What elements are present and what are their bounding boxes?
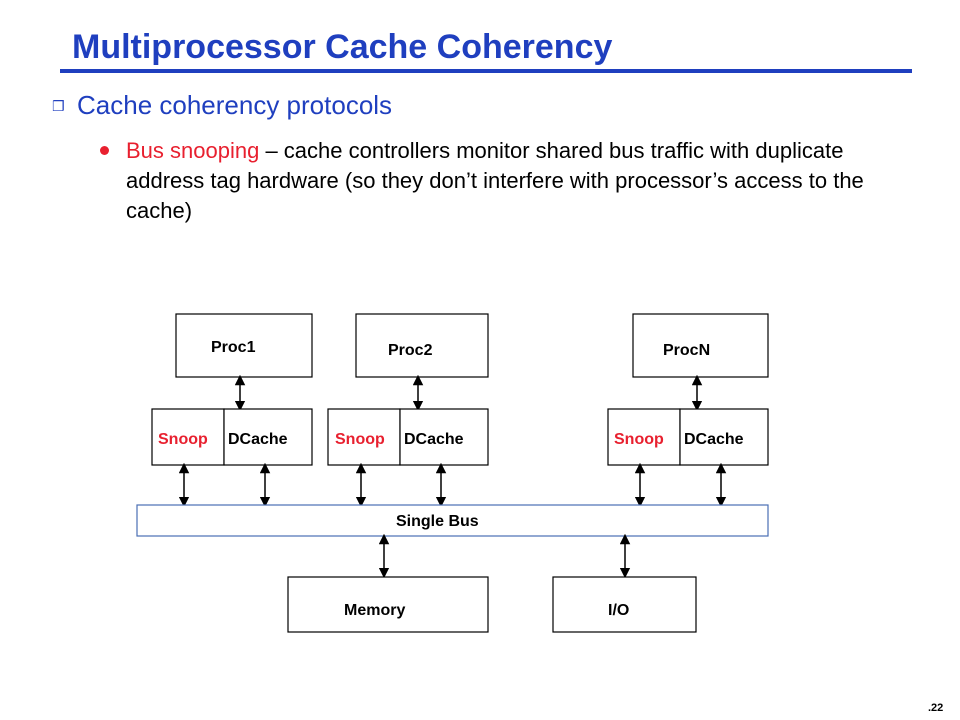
title-underline bbox=[60, 69, 912, 73]
processor-1: Proc1 bbox=[175, 313, 313, 378]
io: I/O bbox=[552, 576, 697, 633]
bullet-level1: ❒ Cache coherency protocols bbox=[52, 90, 392, 121]
snoopn-label: Snoop bbox=[614, 431, 664, 448]
proc2-box bbox=[355, 313, 489, 378]
dcachen-label: DCache bbox=[684, 431, 744, 448]
single-bus: Single Bus bbox=[136, 504, 769, 537]
memory: Memory bbox=[287, 576, 489, 633]
io-label: I/O bbox=[608, 602, 629, 619]
io-box bbox=[552, 576, 697, 633]
bullet-level2-text: Bus snooping – cache controllers monitor… bbox=[126, 136, 906, 226]
processor-2: Proc2 bbox=[355, 313, 489, 378]
cache-unit-2: Snoop DCache bbox=[327, 408, 489, 466]
snoop2-box bbox=[327, 408, 401, 466]
snoop1-label: Snoop bbox=[158, 431, 208, 448]
dcache1-box bbox=[223, 408, 313, 466]
page-title: Multiprocessor Cache Coherency bbox=[72, 28, 613, 66]
memory-label: Memory bbox=[344, 602, 405, 619]
snoop1-box bbox=[151, 408, 225, 466]
dcachen-box bbox=[679, 408, 769, 466]
memory-box bbox=[287, 576, 489, 633]
cache-unit-n: Snoop DCache bbox=[607, 408, 769, 466]
bullet-level1-text: Cache coherency protocols bbox=[77, 90, 393, 120]
dcache1-label: DCache bbox=[228, 431, 288, 448]
cache-unit-1: Snoop DCache bbox=[151, 408, 313, 466]
bus-snooping-term: Bus snooping bbox=[126, 138, 260, 163]
dcache2-box bbox=[399, 408, 489, 466]
dcache2-label: DCache bbox=[404, 431, 464, 448]
bus-label: Single Bus bbox=[396, 513, 479, 530]
snoop2-label: Snoop bbox=[335, 431, 385, 448]
bus-bar bbox=[136, 504, 769, 537]
bus-snooping-description: – cache controllers monitor shared bus t… bbox=[126, 138, 864, 223]
proc1-label: Proc1 bbox=[211, 339, 256, 356]
square-bullet-icon: ❒ bbox=[52, 99, 65, 115]
processor-n: ProcN bbox=[632, 313, 769, 378]
round-bullet-icon bbox=[100, 146, 109, 155]
procn-label: ProcN bbox=[663, 342, 710, 359]
snoopn-box bbox=[607, 408, 681, 466]
proc2-label: Proc2 bbox=[388, 342, 433, 359]
procn-box bbox=[632, 313, 769, 378]
page-number: .22 bbox=[928, 702, 944, 714]
